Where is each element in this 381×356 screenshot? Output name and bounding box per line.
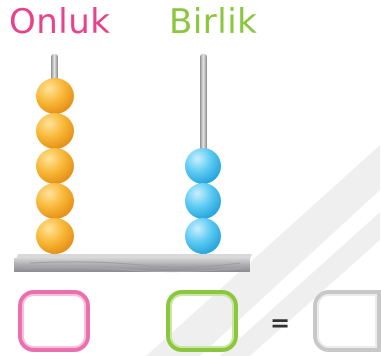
result-answer-box[interactable] [313, 290, 381, 352]
tens-bead [36, 183, 74, 219]
ones-bead [185, 148, 221, 184]
equals-sign: = [270, 309, 291, 337]
tens-bead [36, 148, 74, 184]
tens-label: Onluk [9, 2, 111, 42]
ones-bead [185, 183, 221, 219]
tens-answer-box[interactable] [18, 290, 90, 352]
ones-beads [185, 148, 221, 254]
ones-answer-box[interactable] [166, 290, 238, 352]
abacus-base [14, 254, 252, 273]
ones-label: Birlik [169, 2, 258, 42]
tens-bead [36, 113, 74, 149]
tens-bead [36, 218, 74, 254]
tens-bead [36, 78, 74, 114]
watermark [146, 145, 380, 356]
tens-beads [36, 78, 74, 254]
ones-bead [185, 218, 221, 254]
